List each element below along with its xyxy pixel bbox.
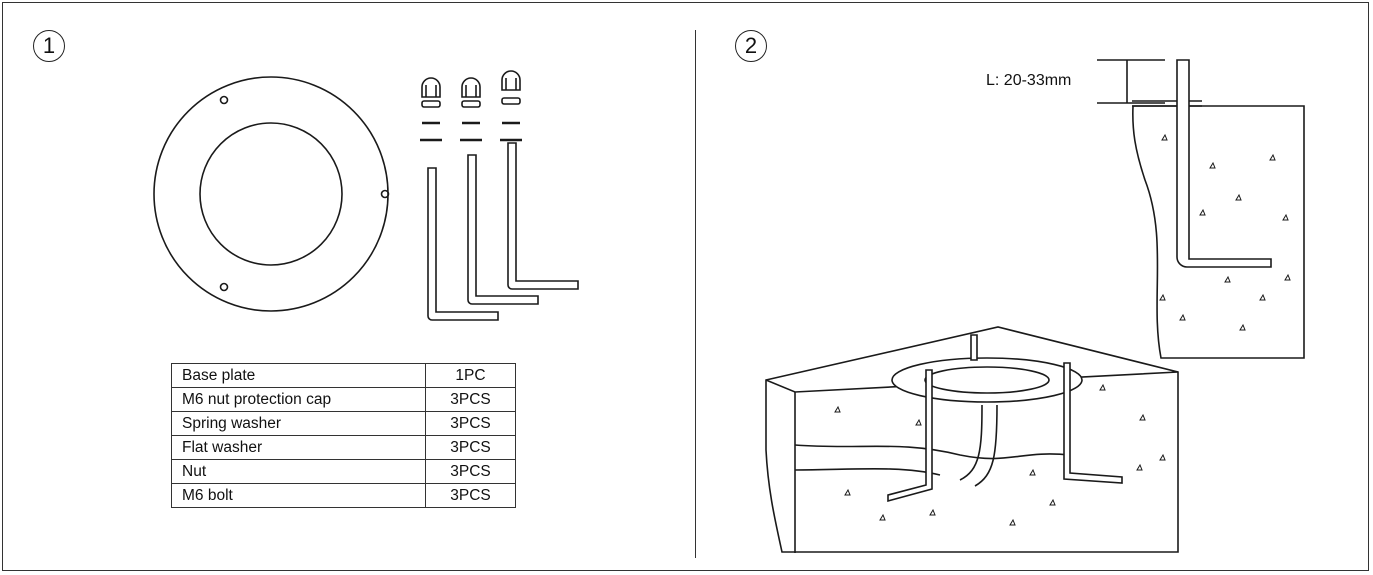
step-1-number: 1 [42, 33, 56, 58]
bolt-length-label: L: 20-33mm [986, 72, 1072, 89]
concrete-section [1132, 59, 1305, 359]
part-qty: 3PCS [425, 387, 516, 412]
dimension-callout [1097, 59, 1165, 104]
bolt-kit-2 [460, 77, 539, 305]
part-qty: 3PCS [425, 483, 516, 508]
part-qty: 1PC [425, 363, 516, 388]
bolt-kit-3 [500, 70, 579, 290]
bolt-kit-1 [420, 77, 499, 321]
part-name: Nut [171, 459, 426, 484]
foundation-block [765, 326, 1179, 553]
base-plate-drawing [153, 76, 390, 312]
part-name: Flat washer [171, 435, 426, 460]
part-name: M6 bolt [171, 483, 426, 508]
part-name: Base plate [171, 363, 426, 388]
panel-divider [695, 30, 696, 558]
concrete-aggregate [1159, 133, 1291, 331]
step-2-badge: 2 [735, 30, 767, 62]
step-1-badge: 1 [33, 30, 65, 62]
part-name: Spring washer [171, 411, 426, 436]
step-2-number: 2 [744, 33, 758, 58]
part-name: M6 nut protection cap [171, 387, 426, 412]
part-qty: 3PCS [425, 459, 516, 484]
part-qty: 3PCS [425, 435, 516, 460]
foundation-aggregate [834, 383, 1166, 526]
part-qty: 3PCS [425, 411, 516, 436]
